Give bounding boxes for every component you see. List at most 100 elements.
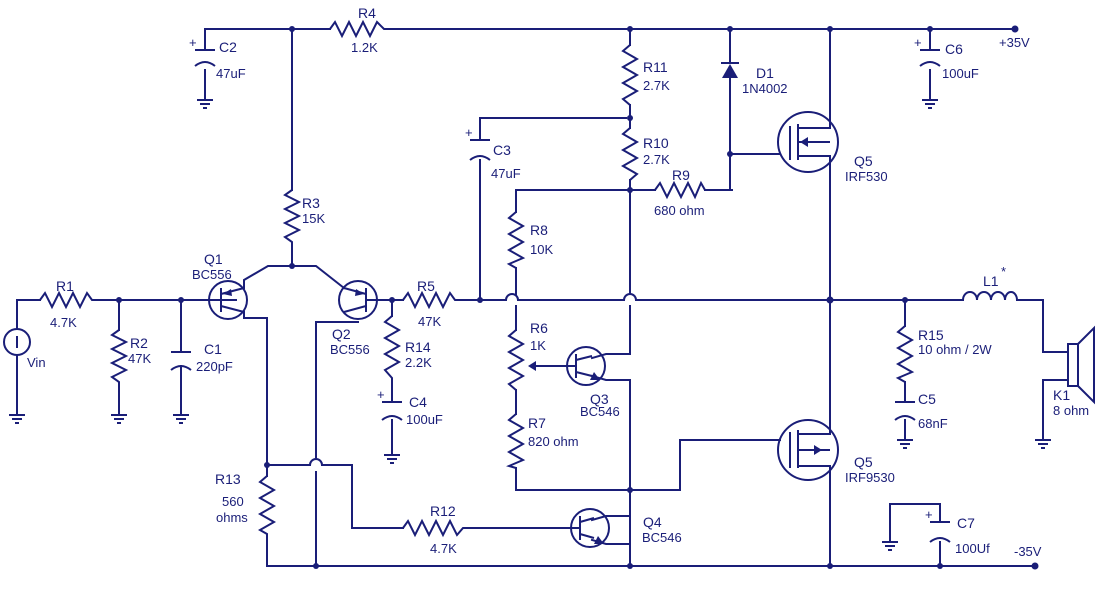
resistor-r5 <box>402 290 458 310</box>
value-c3: 47uF <box>491 166 521 181</box>
wires <box>16 28 1069 567</box>
label-r11: R11 <box>643 59 668 75</box>
svg-text:+: + <box>914 35 922 50</box>
transistors <box>208 111 839 548</box>
resistor-r6 <box>506 329 526 391</box>
resistor-r8 <box>506 211 526 269</box>
value-q2: BC556 <box>330 342 370 357</box>
label-r8: R8 <box>530 222 548 238</box>
ground-icon <box>111 414 127 424</box>
value-r9: 680 ohm <box>654 203 705 218</box>
label-negative-rail: -35V <box>1014 544 1042 559</box>
ground-icon <box>897 439 913 449</box>
label-q1: Q1 <box>204 251 223 267</box>
ground-icon <box>9 414 25 424</box>
r6-wiper-arrow <box>528 361 536 371</box>
label-d1: D1 <box>756 65 774 81</box>
label-r3: R3 <box>302 195 320 211</box>
resistor-r11 <box>620 44 640 106</box>
label-r12: R12 <box>430 503 456 519</box>
label-r14: R14 <box>405 339 431 355</box>
input-source <box>3 328 31 356</box>
label-c6: C6 <box>945 41 963 57</box>
ground-icon <box>922 99 938 109</box>
value-c6: 100uF <box>942 66 979 81</box>
resistors <box>39 19 915 538</box>
value-r4: 1.2K <box>351 40 378 55</box>
value-r5: 47K <box>418 314 441 329</box>
label-q5-bottom: Q5 <box>854 454 873 470</box>
ground-icon <box>1035 439 1051 449</box>
resistor-r13 <box>257 475 277 536</box>
label-c7: C7 <box>957 515 975 531</box>
speaker-k1 <box>1067 325 1095 405</box>
value-r14: 2.2K <box>405 355 432 370</box>
capacitor-c4: + <box>377 387 403 421</box>
label-c5: C5 <box>918 391 936 407</box>
value-r13: 560 <box>222 494 244 509</box>
transistor-q2 <box>338 280 378 320</box>
resistor-r10 <box>620 127 640 181</box>
capacitors: + + + + + <box>170 35 951 543</box>
label-q3: Q3 <box>590 391 609 407</box>
capacitor-c3: + <box>465 125 491 161</box>
label-positive-rail: +35V <box>999 35 1030 50</box>
junctions <box>116 25 1039 570</box>
value-r7: 820 ohm <box>528 434 579 449</box>
value-q4: BC546 <box>642 530 682 545</box>
value-c4: 100uF <box>406 412 443 427</box>
svg-text:+: + <box>465 125 473 140</box>
label-r4: R4 <box>358 5 376 21</box>
diode-d1 <box>721 62 739 78</box>
resistor-r7 <box>506 413 526 469</box>
resistor-r2 <box>109 329 129 385</box>
capacitor-c2: + <box>189 35 216 67</box>
labels: R1 4.7K R2 47K C1 220pF Q1 BC556 R3 15K … <box>27 5 1089 559</box>
ground-icon <box>173 414 189 424</box>
capacitor-c1 <box>170 351 192 371</box>
value-r1: 4.7K <box>50 315 77 330</box>
transistor-q3 <box>560 346 606 386</box>
label-c1: C1 <box>204 341 222 357</box>
resistor-r4 <box>329 19 390 39</box>
ground-symbols <box>9 99 1051 551</box>
ground-icon <box>197 99 213 109</box>
svg-text:+: + <box>377 387 385 402</box>
transistor-q4 <box>570 508 610 548</box>
value-r8: 10K <box>530 242 553 257</box>
resistor-r12 <box>402 518 468 538</box>
label-r1: R1 <box>56 278 74 294</box>
value-c1: 220pF <box>196 359 233 374</box>
value-k1: 8 ohm <box>1053 403 1089 418</box>
label-q5-top: Q5 <box>854 153 873 169</box>
label-r5: R5 <box>417 278 435 294</box>
value-r6: 1K <box>530 338 546 353</box>
label-r15: R15 <box>918 327 944 343</box>
resistor-r15 <box>895 325 915 383</box>
svg-text:+: + <box>189 35 197 50</box>
label-l1: L1 <box>983 273 999 289</box>
label-k1: K1 <box>1053 387 1070 403</box>
transistor-q1 <box>208 280 248 320</box>
resistor-r9 <box>654 180 706 200</box>
value-c2: 47uF <box>216 66 246 81</box>
mosfet-q5-p <box>777 419 839 481</box>
svg-text:+: + <box>925 507 933 522</box>
label-r10: R10 <box>643 135 669 151</box>
value-r12: 4.7K <box>430 541 457 556</box>
ground-icon <box>384 454 400 464</box>
capacitor-c7: + <box>925 507 951 543</box>
label-r2: R2 <box>130 335 148 351</box>
value-d1: 1N4002 <box>742 81 788 96</box>
value-r10: 2.7K <box>643 152 670 167</box>
label-vin: Vin <box>27 355 46 370</box>
capacitor-c5 <box>894 401 916 421</box>
value-c7: 100Uf <box>955 541 990 556</box>
label-r9: R9 <box>672 167 690 183</box>
label-r7: R7 <box>528 415 546 431</box>
value-r15: 10 ohm / 2W <box>918 342 992 357</box>
label-c2: C2 <box>219 39 237 55</box>
ground-icon <box>882 541 898 551</box>
capacitor-c6: + <box>914 35 941 67</box>
